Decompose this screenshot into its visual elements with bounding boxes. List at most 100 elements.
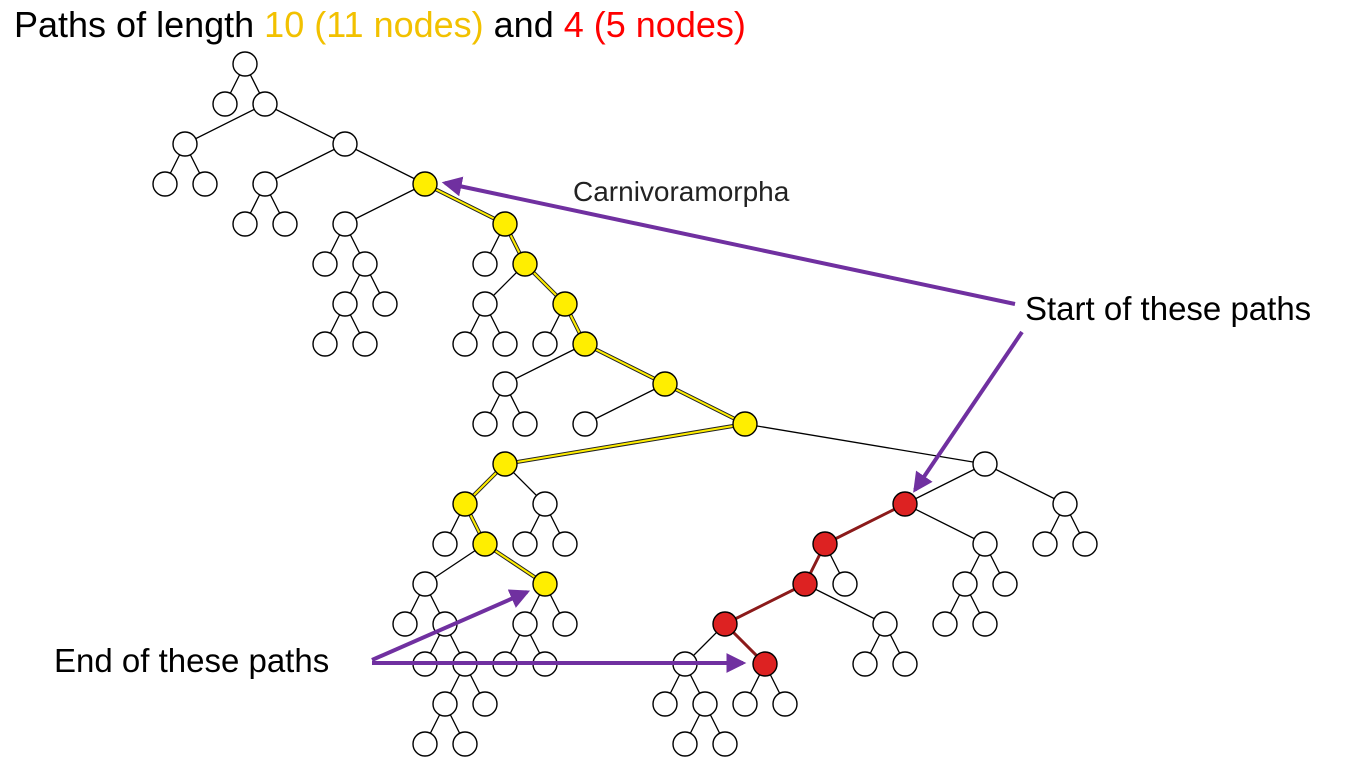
tree-edge [344,183,426,225]
tree-edge [184,103,266,145]
tree-node [772,691,798,717]
tree-node [972,451,998,477]
arrow-to-carnivoramorpha [441,176,1016,306]
tree-node [252,91,278,117]
red-path-node [792,571,818,597]
tree-node [472,691,498,717]
yellow-path-edge [424,183,506,225]
yellow-path-node [492,451,518,477]
red-path-edge [824,502,906,546]
tree-node [232,51,258,77]
end-of-paths-label: End of these paths [54,642,330,679]
tree-node [172,131,198,157]
tree-node [852,651,878,677]
red-path-node [712,611,738,637]
annotation-arrows [371,176,1024,673]
tree-node [652,691,678,717]
red-path-node [752,651,778,677]
arrow-to-yellow-path-end [371,589,531,662]
tree-node [952,571,978,597]
tree-node [992,571,1018,597]
yellow-path-node [412,171,438,197]
yellow-path-node [732,411,758,437]
tree-node [492,331,518,357]
tree-edge [904,503,986,545]
tree-node [452,731,478,757]
tree-node [252,171,278,197]
red-path-node [892,491,918,517]
tree-node [972,611,998,637]
yellow-path-edge [504,423,746,465]
tree-node [1032,531,1058,557]
tree-node [712,731,738,757]
tree-node [332,131,358,157]
tree-node [332,291,358,317]
tree-edge [264,143,346,185]
tree-node [892,651,918,677]
tree-node [472,291,498,317]
tree-node [332,211,358,237]
tree-node [972,531,998,557]
tree-node [552,611,578,637]
yellow-path-node [552,291,578,317]
tree-node [432,691,458,717]
title-middle: and [483,4,564,45]
tree-node [672,731,698,757]
clade-label-carnivoramorpha: Carnivoramorpha [573,176,790,207]
tree-node [472,251,498,277]
tree-node [312,251,338,277]
tree-node [512,531,538,557]
tree-node [1052,491,1078,517]
tree-node [492,371,518,397]
tree-node [872,611,898,637]
tree-node [272,211,298,237]
tree-node [572,411,598,437]
tree-edge [804,583,886,625]
tree-node [1072,531,1098,557]
tree-node [472,411,498,437]
yellow-path-node [572,331,598,357]
tree-node [192,171,218,197]
page-title: Paths of length 10 (11 nodes) and 4 (5 n… [14,4,746,46]
tree-edge [504,343,586,385]
tree-node [512,611,538,637]
tree-edge [584,383,666,425]
red-path-edge [724,582,806,626]
tree-node [352,331,378,357]
tree-node [212,91,238,117]
tree-node [552,531,578,557]
tree-node [372,291,398,317]
start-of-paths-label: Start of these paths [1025,290,1312,327]
tree-node [692,691,718,717]
tree-nodes [152,51,1098,757]
arrow-to-red-path-start [913,330,1024,493]
tree-edge [904,463,986,505]
title-red-path-length: 4 (5 nodes) [563,4,746,45]
tree-node [432,531,458,557]
yellow-path-edge [664,383,746,425]
tree-edge [264,103,346,145]
tree-node [732,691,758,717]
tree-node [932,611,958,637]
red-path-node [812,531,838,557]
tree-node [312,331,338,357]
tree-node [352,251,378,277]
tree-node [452,331,478,357]
title-prefix: Paths of length [14,4,265,45]
yellow-path-node [452,491,478,517]
yellow-path-node [492,211,518,237]
tree-node [232,211,258,237]
tree-edge [744,423,986,465]
yellow-path-edge [584,343,666,385]
yellow-path-node [512,251,538,277]
tree-node [512,411,538,437]
yellow-path-node [472,531,498,557]
tree-node [412,571,438,597]
tree-node [832,571,858,597]
title-yellow-path-length: 10 (11 nodes) [264,4,484,45]
yellow-path-node [652,371,678,397]
tree-node [152,171,178,197]
tree-edge [344,143,426,185]
tree-node [532,331,558,357]
